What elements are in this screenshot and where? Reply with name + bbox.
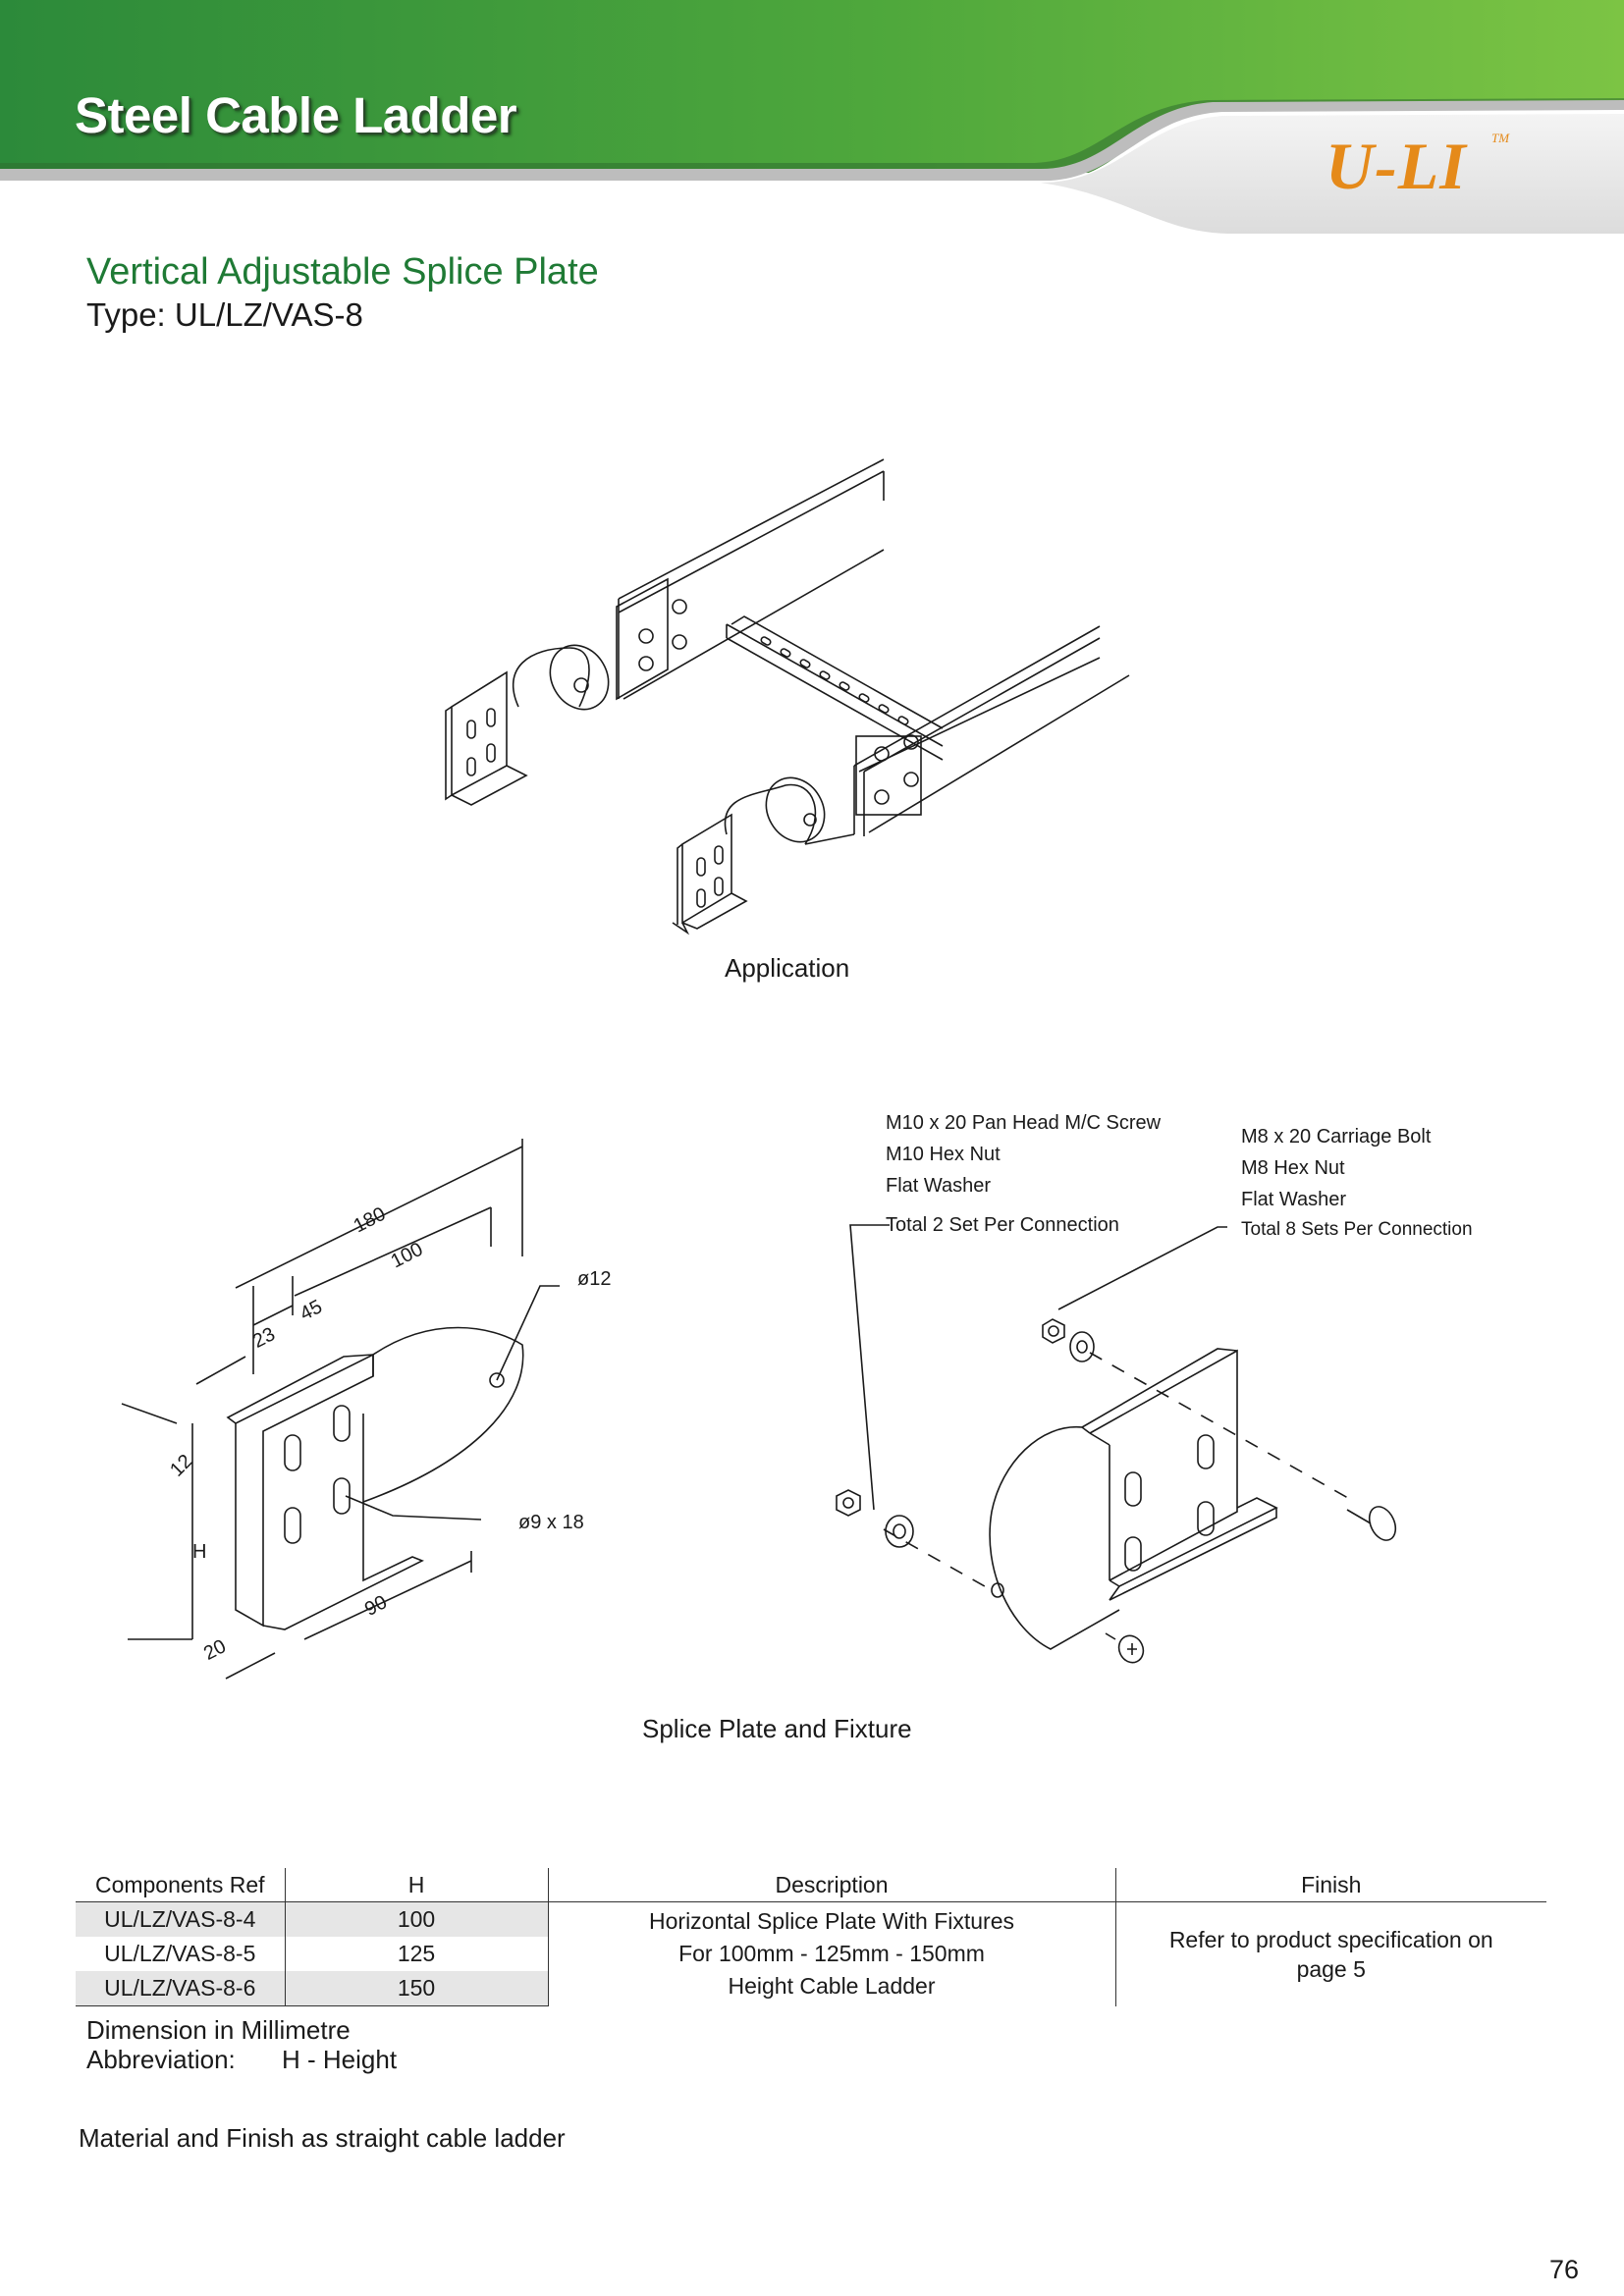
header-banner — [0, 0, 1624, 236]
material-note: Material and Finish as straight cable la… — [79, 2123, 566, 2153]
table-row: UL/LZ/VAS-8-4 100 Horizontal Splice Plat… — [76, 1901, 1546, 2006]
bolt-callout-line2: M8 Hex Nut — [1241, 1157, 1345, 1179]
trademark-mark: TM — [1491, 131, 1510, 145]
dim-slot-size: ø9 x 18 — [518, 1512, 584, 1533]
application-drawing — [445, 458, 1130, 935]
cell-ref: UL/LZ/VAS-8-6 — [76, 1971, 286, 2006]
col-header-h: H — [285, 1868, 549, 1902]
fixture-caption: Splice Plate and Fixture — [642, 1714, 912, 1743]
finish-line: page 5 — [1296, 1955, 1366, 1982]
product-type: Type: UL/LZ/VAS-8 — [86, 296, 363, 333]
fixture-exploded-drawing — [836, 1224, 1397, 1664]
abbreviation-label: Abbreviation: — [86, 2045, 236, 2074]
screw-callout-line3: Flat Washer — [886, 1175, 992, 1197]
description-line: Horizontal Splice Plate With Fixtures — [649, 1908, 1014, 1935]
screw-callout-line2: M10 Hex Nut — [886, 1144, 1001, 1165]
product-title: Vertical Adjustable Splice Plate — [86, 251, 599, 293]
cell-finish: Refer to product specification on page 5 — [1115, 1902, 1546, 2006]
cell-ref: UL/LZ/VAS-8-5 — [76, 1937, 286, 1971]
cell-h: 125 — [285, 1937, 549, 1971]
cell-h: 150 — [285, 1971, 549, 2006]
col-header-description: Description — [548, 1868, 1116, 1902]
dimension-note: Dimension in Millimetre — [86, 2015, 351, 2045]
bolt-callout-line1: M8 x 20 Carriage Bolt — [1241, 1126, 1432, 1148]
dim-hole-diameter: ø12 — [577, 1268, 612, 1290]
table-header-row: Components Ref H Description Finish — [76, 1868, 1546, 1902]
cell-h: 100 — [285, 1901, 549, 1937]
description-line: Height Cable Ladder — [728, 1973, 936, 2000]
finish-line: Refer to product specification on — [1168, 1926, 1493, 1952]
cell-ref: UL/LZ/VAS-8-4 — [76, 1901, 286, 1937]
cell-description: Horizontal Splice Plate With Fixtures Fo… — [548, 1901, 1116, 2006]
header-title: Steel Cable Ladder — [75, 87, 517, 143]
splice-plate-dimension-drawing — [121, 1139, 560, 1680]
dim-height: H — [192, 1541, 207, 1563]
bolt-callout-line4: Total 8 Sets Per Connection — [1241, 1219, 1473, 1240]
screw-callout-line4: Total 2 Set Per Connection — [886, 1214, 1119, 1236]
brand-logo: U-LI — [1326, 129, 1467, 203]
col-header-finish: Finish — [1115, 1868, 1546, 1902]
table-row: UL/LZ/VAS-8-5 125 — [76, 1937, 1546, 1971]
screw-callout-line1: M10 x 20 Pan Head M/C Screw — [886, 1112, 1162, 1134]
abbreviation-value: H - Height — [282, 2045, 398, 2074]
bolt-callout-line3: Flat Washer — [1241, 1189, 1347, 1210]
description-line: For 100mm - 125mm - 150mm — [678, 1941, 985, 1967]
application-caption: Application — [725, 953, 850, 983]
table-row: UL/LZ/VAS-8-6 150 — [76, 1971, 1546, 2006]
page-number: 76 — [1549, 2255, 1580, 2284]
spec-table: Components Ref H Description Finish UL/L… — [76, 1868, 1546, 2006]
col-header-components-ref: Components Ref — [76, 1868, 286, 1902]
